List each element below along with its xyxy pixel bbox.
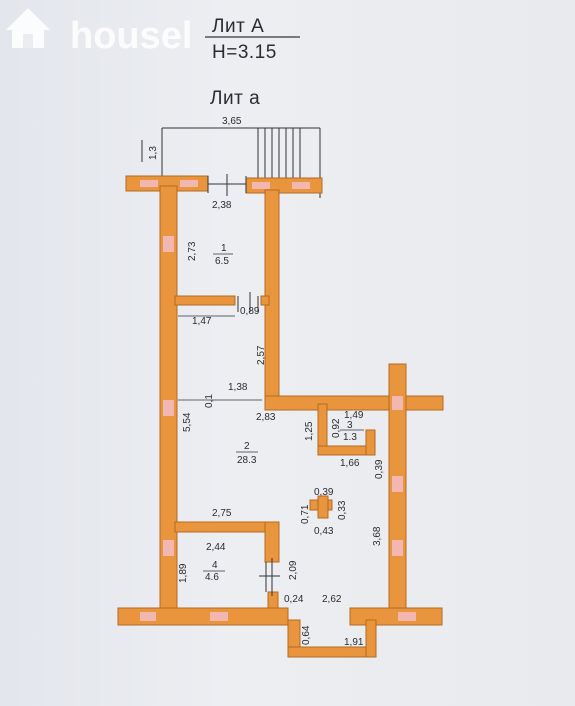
dim-r1-bottom-right: 0,89	[240, 306, 260, 317]
room-4-number: 4	[212, 560, 218, 571]
room-2-area: 28.3	[237, 455, 257, 466]
watermark: housel	[6, 8, 192, 57]
dim-r4-width: 2,44	[206, 542, 226, 553]
dim-r4-right-height: 2,09	[288, 560, 299, 580]
dim-column-right: 0,33	[337, 500, 348, 520]
windows	[140, 180, 416, 621]
dim-vestibule-height: 0,64	[301, 625, 312, 645]
dim-wall-thickness: 0,1	[204, 394, 215, 408]
dim-r1-width: 2,38	[212, 200, 232, 211]
dim-r1-height: 2,73	[187, 241, 198, 261]
watermark-text: housel	[70, 15, 192, 57]
title-lit-a-small: Лит а	[210, 88, 260, 109]
dim-r2-top-left: 1,38	[228, 382, 248, 393]
room-3-label: 3 1.3	[340, 420, 364, 443]
dim-r3-bottom: 1,66	[340, 458, 360, 469]
dim-r2-middle-width: 2,75	[212, 508, 232, 519]
dim-r2-top-width: 2,83	[256, 412, 276, 423]
dim-r3-height: 0,92	[331, 418, 342, 438]
dim-column-left: 0,71	[300, 504, 311, 524]
dim-corridor-height: 2,57	[256, 345, 267, 365]
entrance-door	[207, 174, 247, 196]
dim-door-offset: 0,24	[284, 594, 304, 605]
door-marks	[237, 292, 280, 596]
dim-r2-right-height: 3,68	[372, 526, 383, 546]
dim-r2-left-height: 5,54	[182, 412, 193, 432]
dim-r1-bottom-left: 1,47	[192, 316, 212, 327]
room-2-label: 2 28.3	[236, 441, 258, 466]
dimension-lines	[178, 315, 262, 401]
column	[309, 495, 333, 519]
dim-r3-right: 0,39	[374, 459, 385, 479]
dim-stairs-width: 3,65	[222, 116, 242, 127]
house-logo-icon	[6, 8, 50, 48]
dim-column-top: 0,39	[314, 487, 334, 498]
dim-r3-left-height: 1,25	[304, 421, 315, 441]
dim-r4-height: 1,89	[178, 563, 189, 583]
room-1-label: 1 6.5	[213, 243, 233, 267]
room-4-area: 4.6	[205, 572, 219, 583]
dim-stairs-depth: 1,3	[148, 146, 159, 160]
room-1-number: 1	[221, 243, 227, 254]
room-1-area: 6.5	[215, 256, 229, 267]
dimension-labels: 3,65 1,3 2,38 2,73 1,47 0,89 2,57 1,38 0…	[148, 116, 385, 648]
dim-r3-width: 1,49	[344, 410, 364, 421]
room-2-number: 2	[244, 441, 250, 452]
dim-r2-bottom-width: 2,62	[322, 594, 342, 605]
dim-vestibule-width: 1,91	[344, 637, 364, 648]
title-height: Н=3.15	[212, 42, 277, 63]
room-3-area: 1.3	[343, 432, 357, 443]
title-lit-a: Лит А	[212, 16, 264, 37]
room-4-label: 4 4.6	[203, 560, 225, 583]
room-labels: 1 6.5 2 28.3 3 1.3 4 4.6	[203, 243, 364, 583]
dim-column-bottom: 0,43	[314, 526, 334, 537]
room-3-number: 3	[347, 420, 353, 431]
